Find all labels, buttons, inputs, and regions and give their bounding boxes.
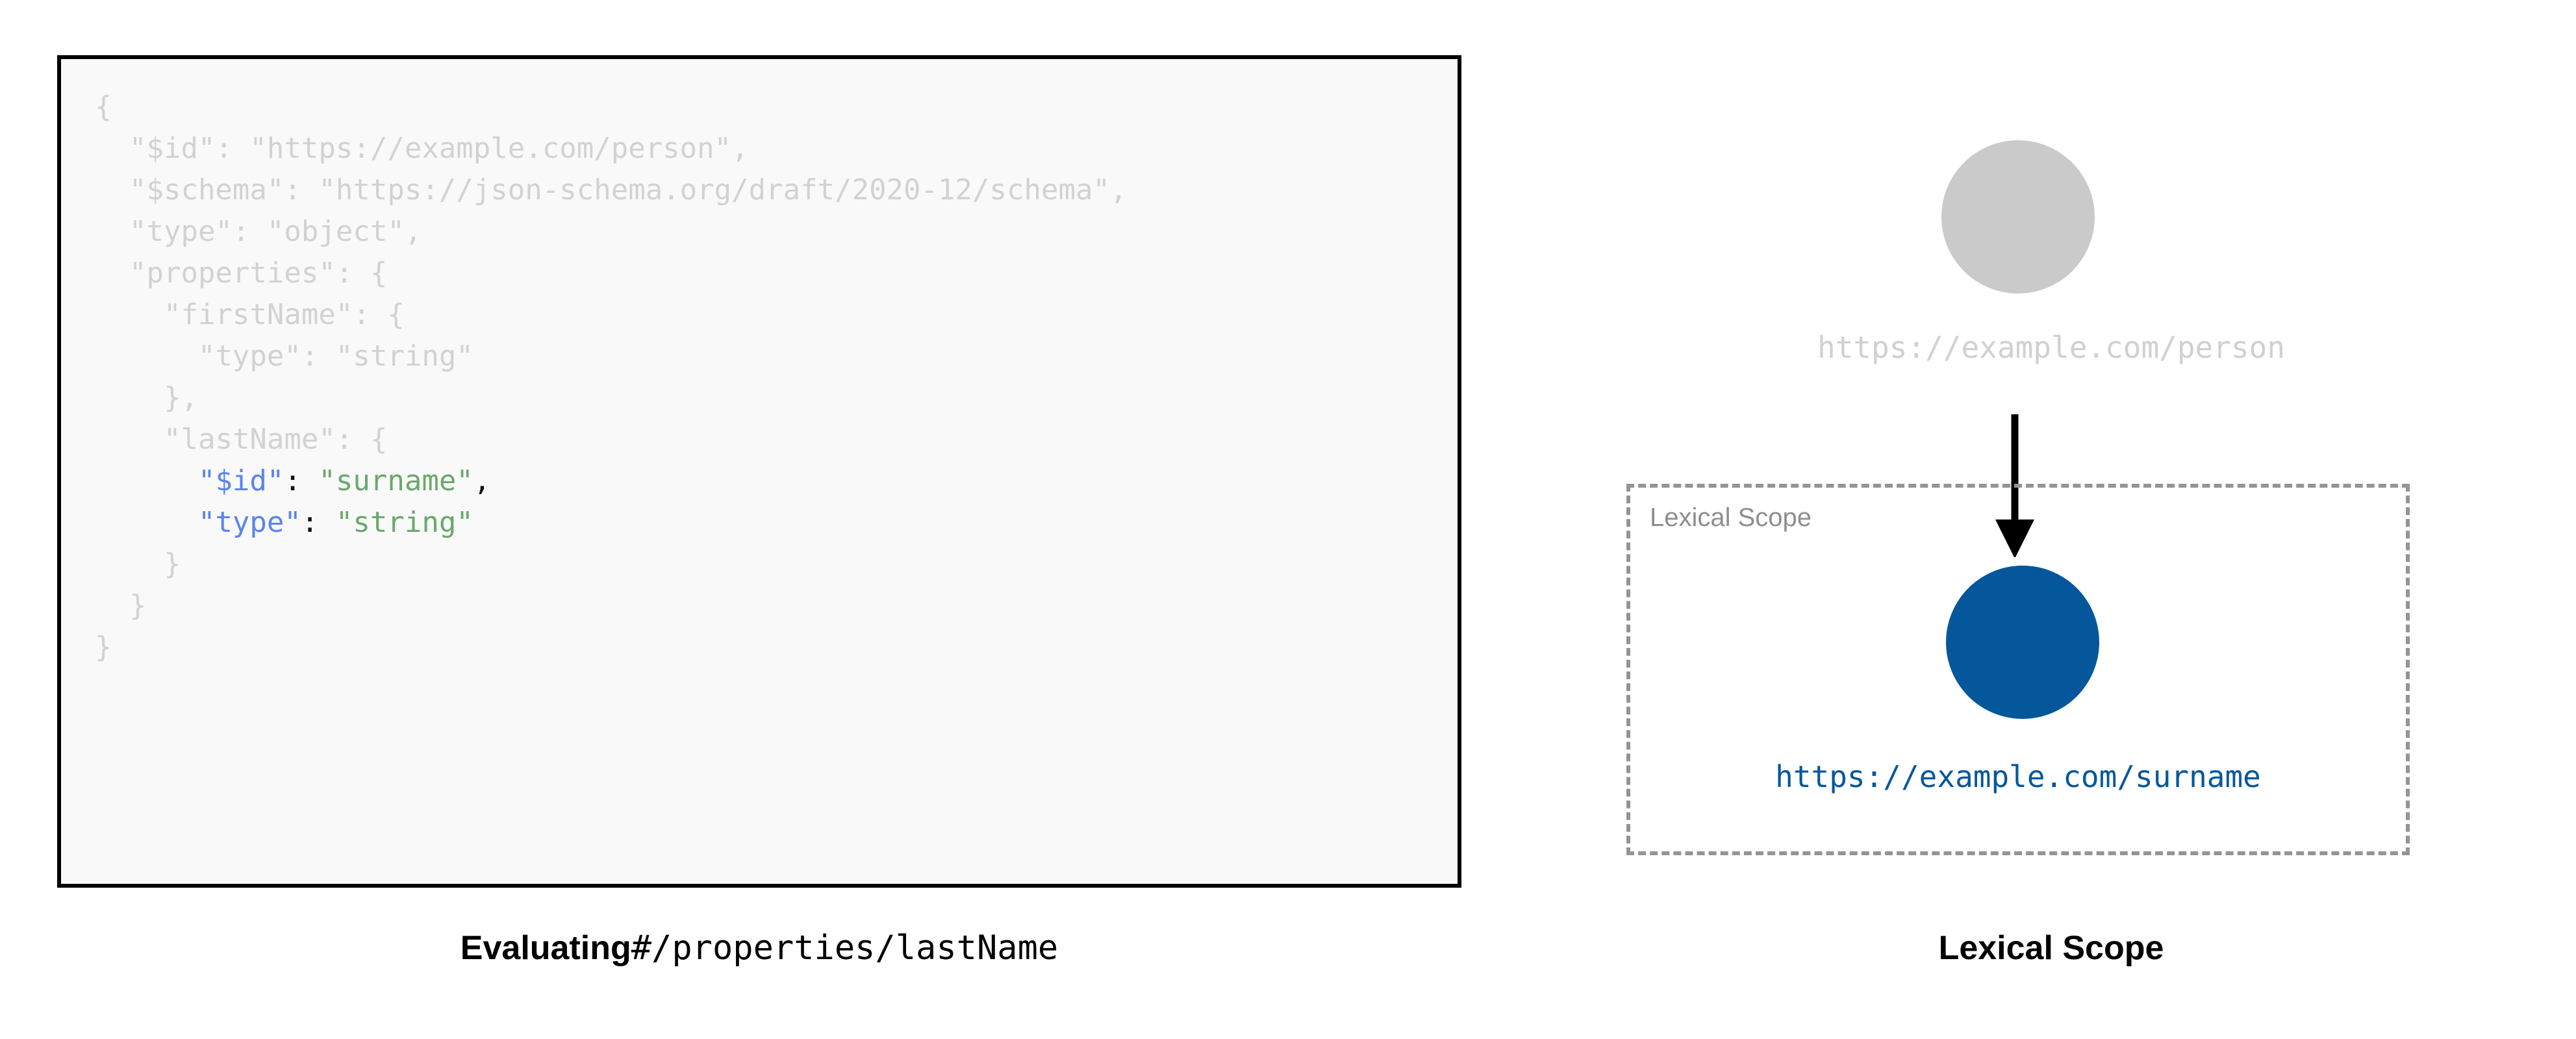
code-line: "firstName": { [95, 294, 1127, 336]
code-line: "type": "string" [95, 336, 1127, 377]
code-token-dim: } [95, 631, 112, 664]
code-line: "type": "string" [95, 502, 1127, 544]
lexical-scope-caption: Lexical Scope [1938, 929, 2164, 967]
code-token-dim: }, [163, 381, 198, 414]
json-schema-code-text: { "$id": "https://example.com/person", "… [95, 86, 1127, 668]
code-panel: { "$id": "https://example.com/person", "… [57, 55, 1461, 968]
downward-arrow-icon [1995, 414, 2034, 557]
code-line: } [95, 585, 1127, 627]
evaluating-caption-strong: Evaluating [460, 929, 631, 967]
code-token-key: "type" [197, 506, 301, 539]
inner-schema-node-circle [1946, 566, 2099, 719]
inner-schema-node-label: https://example.com/surname [1775, 759, 2261, 794]
code-line: }, [95, 377, 1127, 419]
evaluating-caption: Evaluating#/properties/lastName [57, 929, 1461, 968]
code-token-punc: , [473, 464, 491, 497]
lexical-scope-diagram-panel: https://example.com/person Lexical Scope… [1526, 0, 2576, 1039]
code-line: "lastName": { [95, 419, 1127, 460]
code-token-dim: "type": "string" [197, 340, 474, 373]
code-token-str: "surname" [318, 464, 474, 497]
code-token-dim: "type": "object", [129, 215, 422, 248]
json-schema-code-block: { "$id": "https://example.com/person", "… [57, 55, 1461, 888]
code-token-dim: "properties": { [129, 257, 388, 290]
code-line: "$id": "https://example.com/person", [95, 128, 1127, 169]
code-line: { [95, 86, 1127, 128]
code-token-dim: "$id": "https://example.com/person", [129, 132, 749, 165]
code-line: } [95, 544, 1127, 585]
outer-schema-node-circle [1941, 140, 2095, 294]
code-line: } [95, 627, 1127, 668]
lexical-scope-box-label: Lexical Scope [1650, 503, 1812, 532]
code-line: "type": "object", [95, 211, 1127, 253]
code-token-dim: "firstName": { [163, 298, 405, 331]
outer-schema-node-label: https://example.com/person [1817, 330, 2286, 365]
code-token-key: "$id" [197, 464, 284, 497]
code-token-dim: { [95, 90, 112, 123]
code-token-punc: : [284, 464, 319, 497]
code-token-dim: } [163, 547, 181, 581]
evaluating-caption-pointer: #/properties/lastName [631, 929, 1059, 968]
code-token-str: "string" [335, 506, 474, 539]
lexical-scope-boundary-box: Lexical Scope https://example.com/surnam… [1626, 484, 2410, 855]
code-token-dim: "lastName": { [163, 423, 388, 456]
code-token-dim: } [129, 589, 147, 622]
code-line: "$schema": "https://json-schema.org/draf… [95, 169, 1127, 211]
code-line: "$id": "surname", [95, 460, 1127, 502]
code-line: "properties": { [95, 253, 1127, 294]
code-token-dim: "$schema": "https://json-schema.org/draf… [129, 173, 1128, 207]
code-token-punc: : [301, 506, 336, 539]
